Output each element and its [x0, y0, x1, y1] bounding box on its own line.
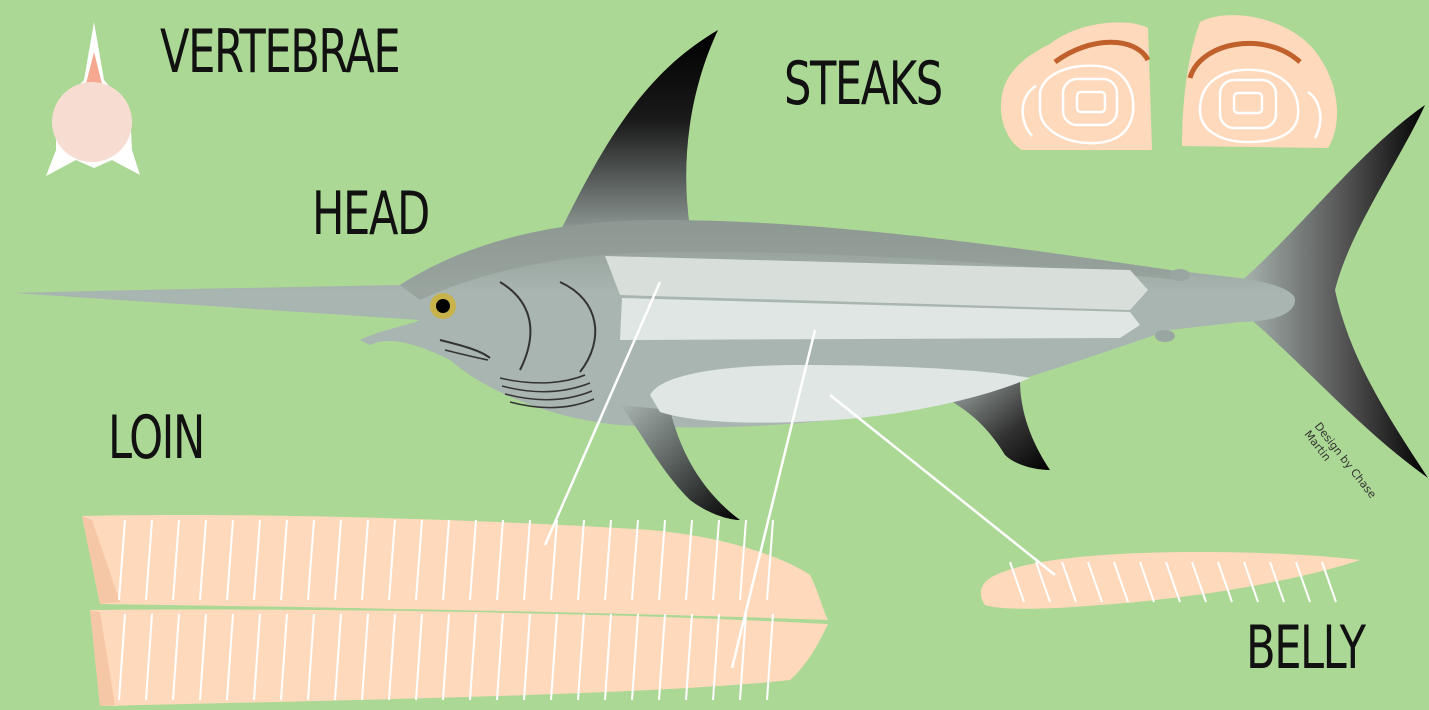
steaks-label: STEAKS: [784, 54, 942, 114]
vertebra-icon: [46, 22, 140, 176]
vertebrae-label: VERTEBRAE: [160, 22, 399, 82]
loin-fillet-icon: [82, 515, 828, 706]
belly-label: BELLY: [1246, 618, 1365, 678]
steak-icon: [1182, 15, 1337, 148]
steak-icon: [1001, 22, 1152, 150]
loin-label: LOIN: [108, 408, 204, 468]
head-label: HEAD: [312, 184, 429, 244]
